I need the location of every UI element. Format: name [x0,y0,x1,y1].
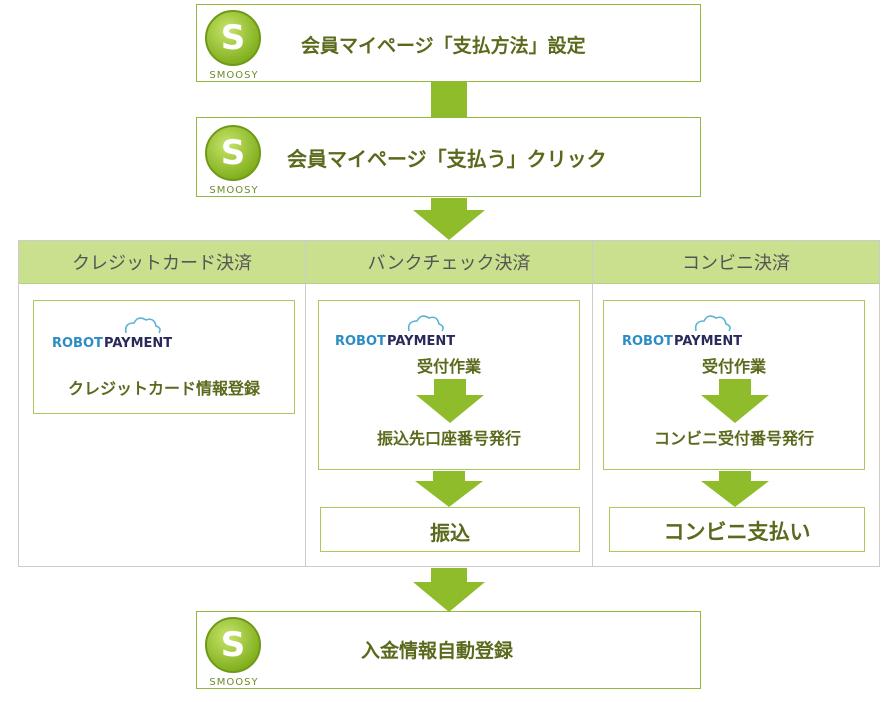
robot-payment-robot: ROBOT [335,334,386,349]
step-box-pay-click: S SMOOSY 会員マイページ「支払う」クリック [196,117,701,197]
column-bank: バンクチェック決済 ROBOT PAYMENT 受付作業 振込先口座番号発行 振… [305,240,593,567]
conveni-process-box: ROBOT PAYMENT 受付作業 コンビニ受付番号発行 [603,300,865,470]
step-title-pay-click: 会員マイページ「支払う」クリック [287,147,607,171]
bank-transfer-text: 振込 [430,521,470,545]
arrow-down-icon [701,379,769,423]
conveni-payment-box: コンビニ支払い [609,507,865,552]
column-header-credit: クレジットカード決済 [19,241,305,284]
step-title-payment-method: 会員マイページ「支払方法」設定 [301,35,586,57]
robot-payment-logo: ROBOT PAYMENT [52,317,172,351]
bank-transfer-box: 振込 [320,507,580,552]
robot-payment-payment: PAYMENT [674,334,742,349]
step-box-auto-registration: S SMOOSY 入金情報自動登録 [196,611,701,689]
column-conveni: コンビニ決済 ROBOT PAYMENT 受付作業 コンビニ受付番号発行 コンビ… [592,240,880,567]
robot-payment-logo: ROBOT PAYMENT [622,315,742,349]
credit-registration-box: ROBOT PAYMENT クレジットカード情報登録 [33,300,295,414]
robot-payment-payment: PAYMENT [387,334,455,349]
arrow-down-icon [701,471,769,507]
smoosy-logo: S SMOOSY [205,617,261,688]
column-header-bank: バンクチェック決済 [306,241,592,284]
column-header-conveni: コンビニ決済 [593,241,879,284]
bank-account-issue-text: 振込先口座番号発行 [376,429,521,448]
arrow-down-icon [413,198,485,240]
smoosy-logo-text: SMOOSY [209,185,258,196]
svg-text:S: S [221,625,246,665]
conveni-accept-text: 受付作業 [701,357,766,376]
arrow-down-icon [415,471,483,507]
arrow-down-icon [416,379,484,423]
smoosy-logo-text: SMOOSY [209,70,258,81]
column-credit: クレジットカード決済 ROBOT PAYMENT クレジットカード情報登録 [18,240,306,567]
conveni-number-issue-text: コンビニ受付番号発行 [653,429,814,448]
robot-payment-robot: ROBOT [52,336,103,351]
step-box-payment-method: S SMOOSY 会員マイページ「支払方法」設定 [196,4,701,82]
svg-text:S: S [221,18,246,58]
robot-payment-payment: PAYMENT [104,336,172,351]
step-title-auto-registration: 入金情報自動登録 [361,640,514,662]
robot-payment-robot: ROBOT [622,334,673,349]
arrow-down-icon [413,568,485,612]
bank-process-box: ROBOT PAYMENT 受付作業 振込先口座番号発行 [318,300,580,470]
conveni-payment-text: コンビニ支払い [663,520,811,544]
bank-accept-text: 受付作業 [416,357,481,376]
arrow-down-icon [431,82,467,118]
svg-text:S: S [221,133,246,173]
credit-registration-text: クレジットカード情報登録 [67,379,260,398]
smoosy-logo: S SMOOSY [205,125,261,196]
robot-payment-logo: ROBOT PAYMENT [335,315,455,349]
smoosy-logo-text: SMOOSY [209,677,258,688]
smoosy-logo: S SMOOSY [205,10,261,81]
